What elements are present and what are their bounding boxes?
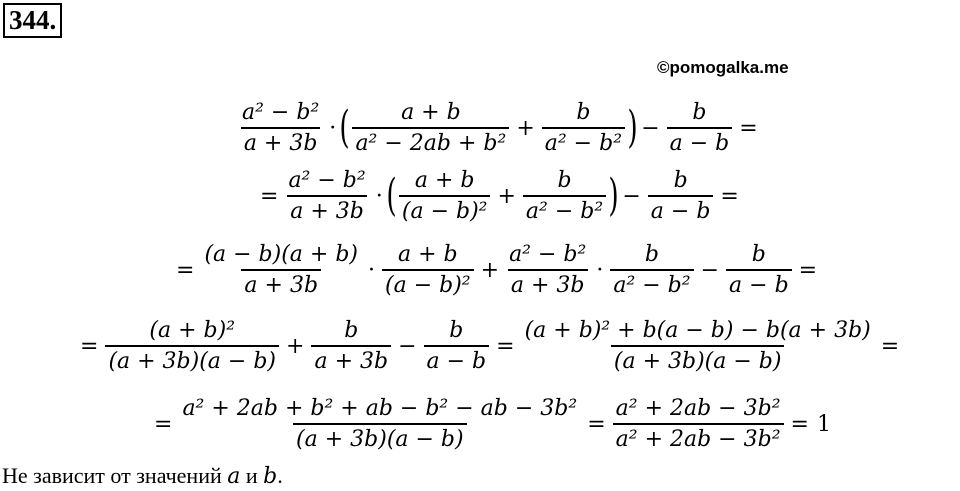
- numerator: (a + b)² + b(a − b) − b(a + 3b): [524, 318, 871, 343]
- operator: =: [80, 333, 99, 359]
- variable-b: b: [263, 464, 278, 489]
- operator: −: [398, 333, 417, 359]
- denominator: a + 3b: [241, 269, 322, 300]
- paren: (: [386, 170, 397, 221]
- operator: −: [641, 115, 660, 141]
- paren: (: [339, 102, 351, 153]
- numerator: a + b: [401, 100, 461, 125]
- operator: ·: [368, 257, 376, 283]
- conclusion-end: .: [277, 463, 283, 488]
- denominator: a + 3b: [240, 127, 321, 158]
- denominator: (a + 3b)(a − b): [105, 345, 280, 376]
- denominator: a − b: [423, 345, 490, 376]
- denominator: a + 3b: [287, 195, 367, 226]
- numerator: (a − b)(a + b): [204, 242, 359, 267]
- operator: +: [497, 183, 516, 209]
- operator: −: [622, 183, 641, 209]
- operator: =: [154, 411, 173, 437]
- denominator: (a − b)²: [398, 195, 491, 226]
- operator: =: [496, 333, 515, 359]
- operator: ·: [329, 115, 337, 141]
- result: 1: [816, 411, 831, 437]
- equation-line-3: = (a − b)(a + b)a + 3b · a + b(a − b)² +…: [172, 230, 821, 310]
- numerator: a + b: [398, 242, 458, 267]
- operator: =: [587, 411, 606, 437]
- operator: =: [880, 333, 900, 359]
- numerator: a² + 2ab + b² + ab − b² − ab − 3b²: [182, 396, 578, 421]
- denominator: (a + 3b)(a − b): [293, 423, 467, 454]
- fraction: (a + b)² + b(a − b) − b(a + 3b)(a + 3b)(…: [522, 316, 874, 376]
- conclusion-text: Не зависит от значений a и b.: [2, 463, 283, 489]
- operator: +: [480, 257, 500, 283]
- denominator: a + 3b: [507, 269, 588, 300]
- denominator: a² − b²: [522, 195, 607, 226]
- equation-line-5: = a² + 2ab + b² + ab − b² − ab − 3b²(a +…: [150, 384, 835, 464]
- numerator: a² + 2ab − 3b²: [615, 396, 781, 421]
- fraction: a + b(a − b)²: [398, 166, 491, 226]
- numerator: b: [449, 318, 464, 343]
- numerator: b: [751, 242, 766, 267]
- operator: ·: [596, 257, 604, 283]
- fraction: a² + 2ab + b² + ab − b² − ab − 3b²(a + 3…: [179, 394, 580, 454]
- operator: =: [260, 183, 279, 209]
- operator: ·: [375, 183, 383, 209]
- operator: =: [739, 115, 758, 141]
- numerator: b: [344, 318, 359, 343]
- fraction: a + b(a − b)²: [382, 240, 474, 300]
- denominator: (a − b)²: [382, 269, 474, 300]
- operator: +: [516, 115, 535, 141]
- denominator: a² − b²: [541, 127, 626, 158]
- operator: =: [790, 411, 809, 437]
- paren: ): [608, 170, 619, 221]
- numerator: b: [673, 168, 688, 193]
- denominator: (a + 3b)(a − b): [610, 345, 785, 376]
- numerator: a² − b²: [242, 100, 320, 125]
- fraction: (a + b)²(a + 3b)(a − b): [105, 316, 280, 376]
- numerator: a² − b²: [509, 242, 587, 267]
- paren: ): [627, 102, 638, 153]
- fraction: (a − b)(a + b)a + 3b: [201, 240, 361, 300]
- operator: =: [176, 257, 195, 283]
- denominator: a² − 2ab + b²: [352, 127, 510, 158]
- operator: −: [700, 257, 720, 283]
- numerator: a + b: [414, 168, 475, 193]
- conclusion-prefix: Не зависит от значений: [2, 463, 228, 488]
- denominator: a² + 2ab − 3b²: [612, 423, 784, 454]
- watermark: ©pomogalka.me: [657, 58, 789, 77]
- numerator: b: [692, 100, 707, 125]
- denominator: a − b: [726, 269, 792, 300]
- operator: =: [720, 183, 739, 209]
- denominator: a + 3b: [311, 345, 392, 376]
- operator: +: [286, 333, 305, 359]
- numerator: (a + b)²: [149, 318, 236, 343]
- variable-a: a: [227, 464, 241, 489]
- numerator: a² − b²: [288, 168, 366, 193]
- numerator: b: [644, 242, 659, 267]
- problem-number: 344.: [3, 3, 63, 38]
- denominator: a² − b²: [610, 269, 694, 300]
- operator: =: [798, 257, 818, 283]
- denominator: a − b: [647, 195, 714, 226]
- conclusion-conj: и: [240, 463, 264, 488]
- denominator: a − b: [666, 127, 733, 158]
- numerator: b: [557, 168, 572, 193]
- numerator: b: [576, 100, 591, 125]
